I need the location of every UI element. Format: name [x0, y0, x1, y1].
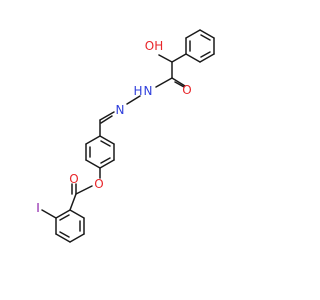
- amide-nitrogen-label: N: [144, 84, 153, 98]
- amide-oxygen-label: O: [182, 83, 191, 97]
- bond-lines: [41, 29, 215, 243]
- iodine-label: I: [36, 201, 40, 215]
- amide-hydrogen-label: H: [133, 84, 142, 98]
- molecule-structure: OH O N H N O O I: [36, 29, 215, 243]
- hydroxyl-oxygen-label: OH: [145, 39, 163, 53]
- ester-oxygen-label: O: [94, 177, 103, 191]
- ester-carbonyl-oxygen-label: O: [69, 172, 78, 186]
- atom-labels: OH O N H N O O I: [36, 39, 192, 215]
- imine-nitrogen-label: N: [116, 103, 125, 117]
